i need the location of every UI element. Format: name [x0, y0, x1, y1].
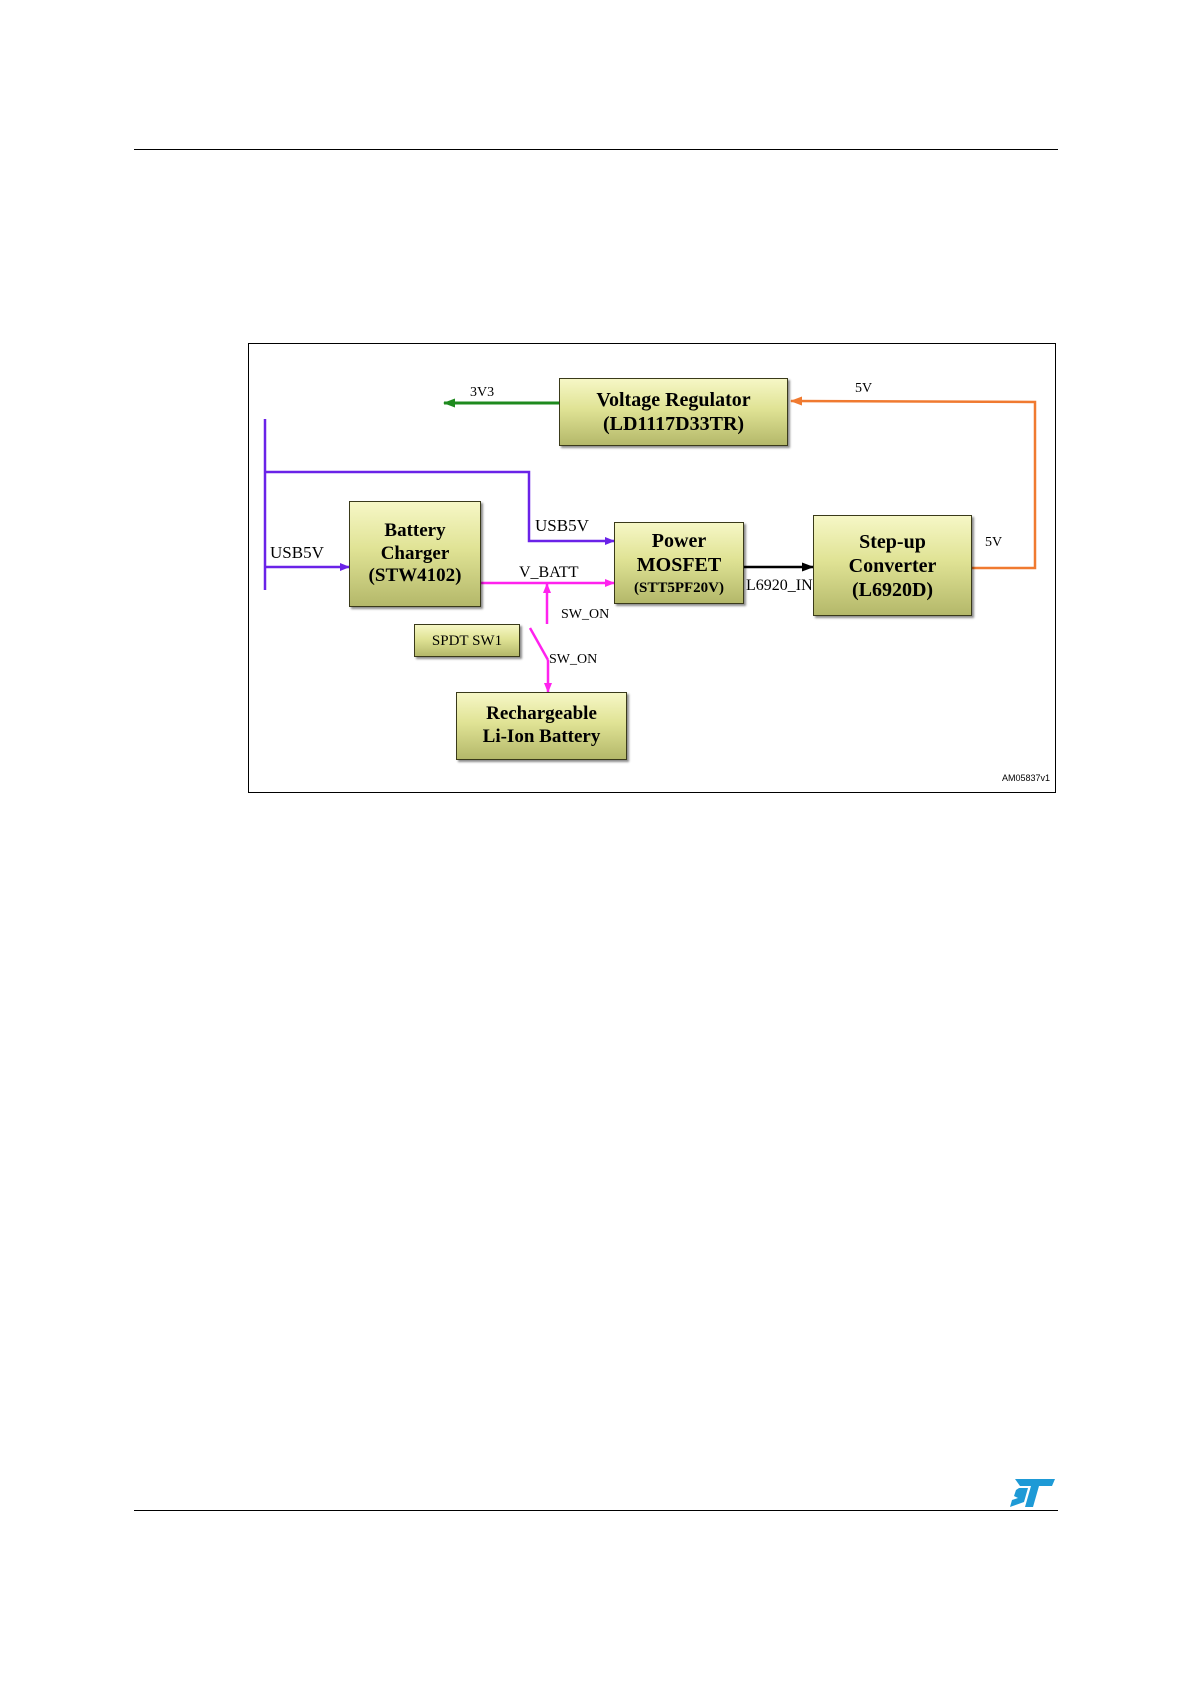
- label-v-batt: V_BATT: [519, 564, 579, 582]
- wire-sw-blade: [530, 628, 548, 660]
- battery-charger-block: Battery Charger (STW4102): [349, 501, 481, 607]
- voltage-regulator-block: Voltage Regulator (LD1117D33TR): [559, 378, 788, 446]
- spdt-switch-block: SPDT SW1: [414, 624, 520, 657]
- label-3v3: 3V3: [470, 385, 494, 401]
- power-mosfet-name: Power MOSFET: [637, 529, 721, 577]
- power-mosfet-part: (STT5PF20V): [634, 579, 724, 597]
- figure-id: AM05837v1: [1002, 773, 1050, 783]
- step-up-converter-block: Step-up Converter (L6920D): [813, 515, 972, 616]
- label-l6920-in: L6920_IN: [746, 577, 813, 595]
- st-logo-icon: [1008, 1478, 1056, 1508]
- footer-rule: [134, 1510, 1058, 1511]
- label-5v-top: 5V: [855, 381, 872, 397]
- label-usb5v-mosfet: USB5V: [535, 516, 589, 536]
- battery-block: Rechargeable Li-Ion Battery: [456, 692, 627, 760]
- label-5v-right: 5V: [985, 535, 1002, 551]
- label-sw-on-lower: SW_ON: [549, 652, 597, 668]
- label-sw-on-upper: SW_ON: [561, 607, 609, 623]
- power-mosfet-block: Power MOSFET (STT5PF20V): [614, 522, 744, 604]
- label-usb5v-left: USB5V: [270, 543, 324, 563]
